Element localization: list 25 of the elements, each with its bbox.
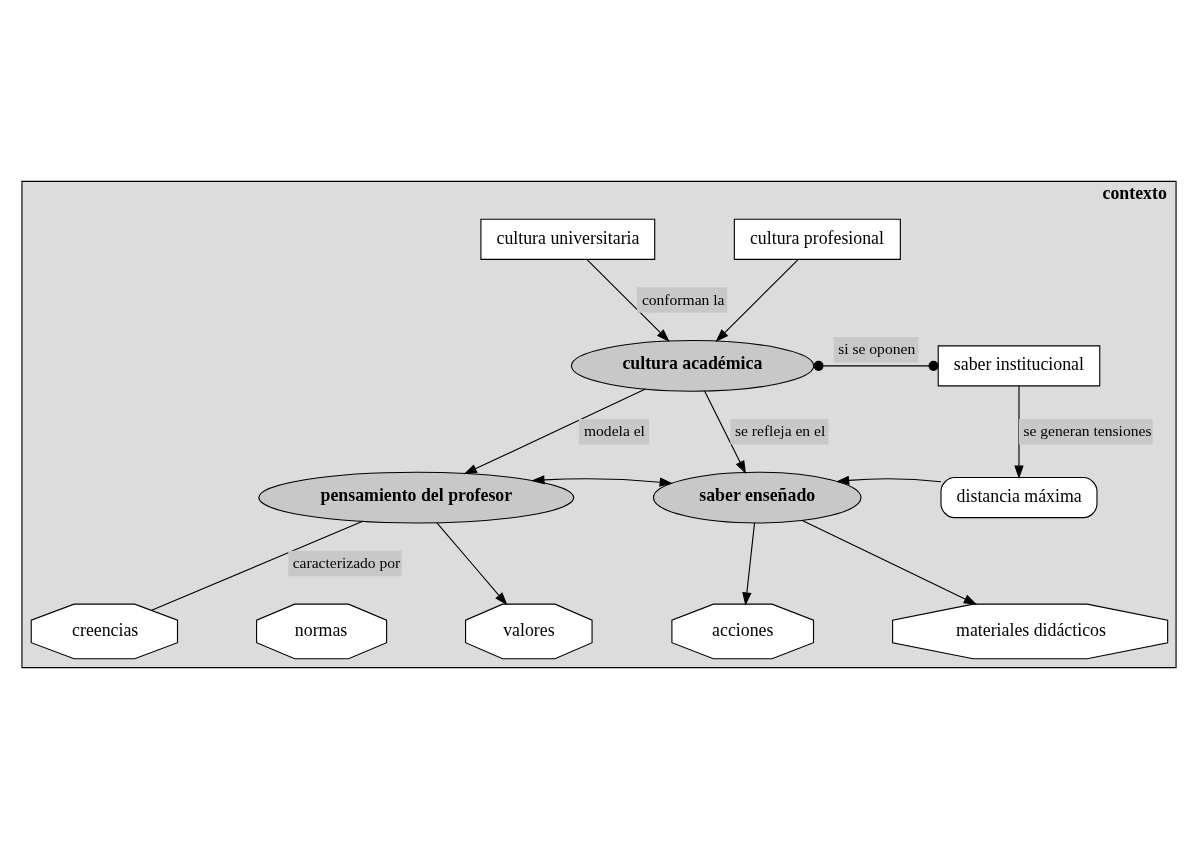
node-box: cultura profesional <box>733 218 901 260</box>
edge-label: si se oponen <box>838 340 916 358</box>
edge-label: conforman la <box>641 290 725 308</box>
connector <box>813 360 939 371</box>
arrow <box>715 259 799 342</box>
edge-label: se refleja en el <box>734 422 826 440</box>
node-ellipse: saber enseñado <box>652 471 862 524</box>
edge-label: modela el <box>583 422 645 440</box>
arrow <box>835 475 942 486</box>
node-box: cultura universitaria <box>480 218 656 260</box>
arrow <box>1014 385 1024 479</box>
edge-label: se generan tensiones <box>1023 422 1152 440</box>
arrow <box>704 390 746 475</box>
arrow <box>742 522 756 606</box>
node-ellipse: cultura académica <box>570 339 815 392</box>
arrow <box>531 475 673 487</box>
node-box: distancia máxima <box>940 477 1098 519</box>
edge-label: caracterizado por <box>292 554 401 572</box>
arrow <box>801 519 978 605</box>
arrow <box>586 259 670 342</box>
node-ellipse: pensamiento del profesor <box>258 471 575 524</box>
connector <box>151 520 364 611</box>
arrow <box>436 522 508 606</box>
arrow <box>463 388 646 475</box>
node-box: saber institucional <box>937 345 1101 387</box>
